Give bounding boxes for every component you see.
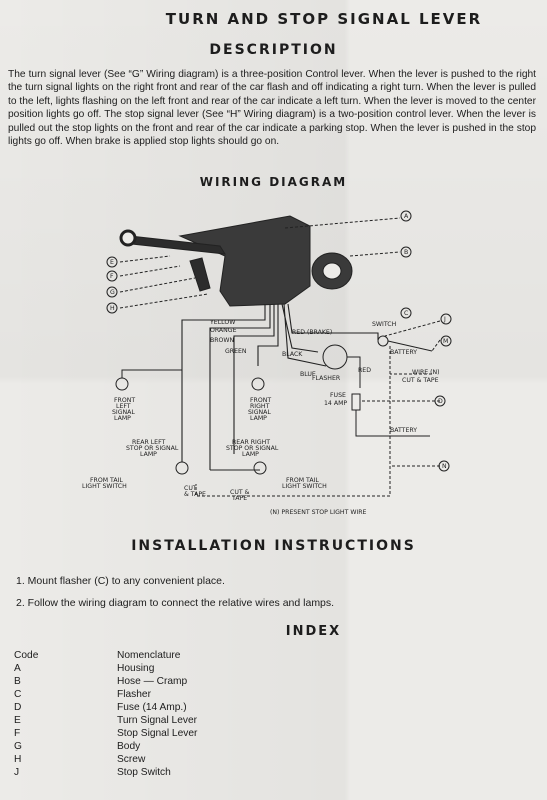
callout-j: J <box>443 316 446 323</box>
callout-circles <box>106 210 452 472</box>
front-left-lamp <box>115 377 129 391</box>
present-stop-light-wire <box>195 346 391 497</box>
index-code: G <box>14 741 22 752</box>
wire-bundle <box>181 303 379 470</box>
front-left-label-2: LEFT <box>116 403 131 410</box>
switch-label: SWITCH <box>372 321 397 328</box>
rear-left-label-3: LAMP <box>140 451 157 458</box>
wire-label-red-brake: RED (BRAKE) <box>292 329 332 336</box>
callout-e: E <box>110 259 114 266</box>
present-wire-label: (N) PRESENT STOP LIGHT WIRE <box>270 509 367 516</box>
description-heading: DESCRIPTION <box>209 42 338 58</box>
install-step-2: 2. Follow the wiring diagram to connect … <box>16 597 335 609</box>
wire-n-cut-tape-label: CUT & TAPE <box>402 377 439 384</box>
install-step-1: 1. Mount flasher (C) to any convenient p… <box>16 575 225 587</box>
wire-label-orange: ORANGE <box>210 327 237 334</box>
rear-left-label-2: STOP OR SIGNAL <box>126 445 179 452</box>
callout-h: H <box>110 305 115 312</box>
wire-n-label: WIRE (N) <box>412 369 440 376</box>
index-name: Turn Signal Lever <box>117 715 198 726</box>
fuse-label: FUSE <box>330 392 346 399</box>
front-left-label-4: LAMP <box>114 415 131 422</box>
wire-label-yellow: YELLOW <box>209 319 235 326</box>
battery-plus-label: BATTERY <box>390 349 417 356</box>
index-name: Fuse (14 Amp.) <box>117 702 187 713</box>
wiring-diagram: A B C D E F G H J M N YELLOW ORANGE BROW… <box>82 210 452 516</box>
index-code: H <box>14 754 22 765</box>
front-right-lamp <box>251 377 265 391</box>
page-title: TURN AND STOP SIGNAL LEVER <box>165 10 483 28</box>
index-code: B <box>14 676 21 687</box>
fuse-amp-label: 14 AMP <box>324 400 347 407</box>
index-heading: INDEX <box>285 624 342 639</box>
index-name: Stop Signal Lever <box>117 728 198 739</box>
front-right-label-2: RIGHT <box>250 403 270 410</box>
callout-a: A <box>404 213 409 220</box>
lever-ring <box>119 229 137 247</box>
fuse <box>351 393 361 411</box>
stop-switch <box>377 335 389 347</box>
index-code: F <box>14 728 21 739</box>
flasher <box>322 344 348 370</box>
description-text: The turn signal lever (See “G” Wiring di… <box>8 69 536 148</box>
index-name: Screw <box>117 754 146 765</box>
wire-label-green: GREEN <box>225 348 247 355</box>
front-right-label-3: SIGNAL <box>248 409 271 416</box>
callout-n: N <box>442 463 447 470</box>
index-name: Housing <box>117 663 155 674</box>
index-code-header: Code <box>14 650 39 661</box>
index-code: D <box>14 702 22 713</box>
index-name: Stop Switch <box>117 767 171 778</box>
callout-m: M <box>443 338 448 345</box>
flasher-label: FLASHER <box>312 375 341 382</box>
rear-right-label-2: STOP OR SIGNAL <box>226 445 279 452</box>
hose-cramp-hole <box>322 262 342 280</box>
index-code: J <box>14 767 20 778</box>
rear-right-label-1: REAR RIGHT <box>232 439 270 446</box>
tail-right-label-2: LIGHT SWITCH <box>282 483 327 490</box>
battery-label: BATTERY <box>390 427 417 434</box>
stop-signal-lever <box>189 257 211 292</box>
tail-left-label-1: FROM TAIL <box>90 477 123 484</box>
cut-tape-left-2: & TAPE <box>184 491 206 498</box>
front-left-label-3: SIGNAL <box>112 409 135 416</box>
tail-right-label-1: FROM TAIL <box>286 477 319 484</box>
front-left-label-1: FRONT <box>114 397 135 404</box>
wiring-diagram-heading: WIRING DIAGRAM <box>199 175 348 189</box>
index-code: A <box>14 663 21 674</box>
index-name-header: Nomenclature <box>117 650 181 661</box>
callout-g: G <box>110 289 115 296</box>
wire-label-brown: BROWN <box>210 337 235 344</box>
callout-c: C <box>404 310 408 317</box>
callout-d: D <box>438 398 443 405</box>
index-code: C <box>14 689 22 700</box>
callout-f: F <box>110 273 114 280</box>
callout-b: B <box>404 249 408 256</box>
wire-label-red: RED <box>358 367 371 374</box>
cut-tape-left-1: CUT <box>184 485 197 492</box>
housing-body <box>178 215 311 307</box>
front-right-label-4: LAMP <box>250 415 267 422</box>
rear-right-lamp <box>253 461 267 475</box>
cut-tape-right-2: TAPE <box>231 495 247 502</box>
rear-left-lamp <box>175 461 189 475</box>
rear-left-label-1: REAR LEFT <box>132 439 166 446</box>
index-name: Hose — Cramp <box>117 676 188 687</box>
index-name: Body <box>117 741 141 752</box>
callout-leaders <box>119 217 401 309</box>
installation-heading: INSTALLATION INSTRUCTIONS <box>131 538 416 554</box>
wire-label-blue: BLUE <box>300 371 316 378</box>
index-code: E <box>14 715 21 726</box>
cut-tape-right-1: CUT & <box>230 489 250 496</box>
front-right-label-1: FRONT <box>250 397 271 404</box>
index-name: Flasher <box>117 689 151 700</box>
rear-right-label-3: LAMP <box>242 451 259 458</box>
tail-left-label-2: LIGHT SWITCH <box>82 483 127 490</box>
wire-label-black: BLACK <box>282 351 303 358</box>
